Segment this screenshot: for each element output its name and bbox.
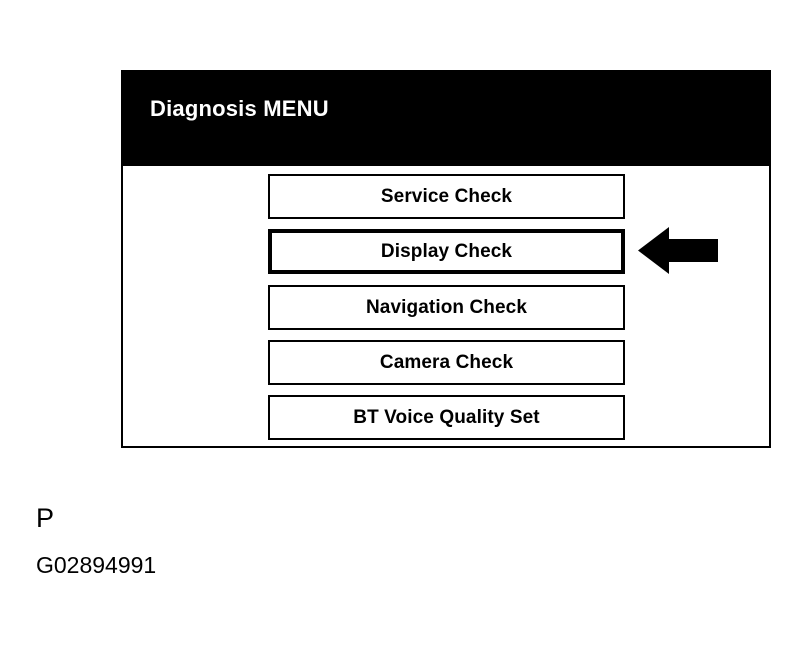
page-title: Diagnosis MENU [150, 96, 329, 121]
menu-item-label: Service Check [380, 186, 513, 207]
figure-code: G02894991 [36, 552, 157, 578]
menu-item-bt-voice-quality-set[interactable]: BT Voice Quality Set [268, 395, 625, 440]
menu-item-display-check[interactable]: Display Check [268, 229, 625, 274]
screen-header-bar: Diagnosis MENU [123, 72, 769, 166]
menu-item-camera-check[interactable]: Camera Check [268, 340, 625, 385]
caption-letter: P [36, 503, 55, 533]
menu-item-label: BT Voice Quality Set [353, 407, 540, 428]
menu-item-navigation-check[interactable]: Navigation Check [268, 285, 625, 330]
menu-item-label: Navigation Check [365, 297, 528, 318]
menu-item-label: Camera Check [379, 352, 514, 373]
arrow-left-icon [638, 227, 718, 274]
menu-item-label: Display Check [380, 241, 513, 262]
menu-item-service-check[interactable]: Service Check [268, 174, 625, 219]
